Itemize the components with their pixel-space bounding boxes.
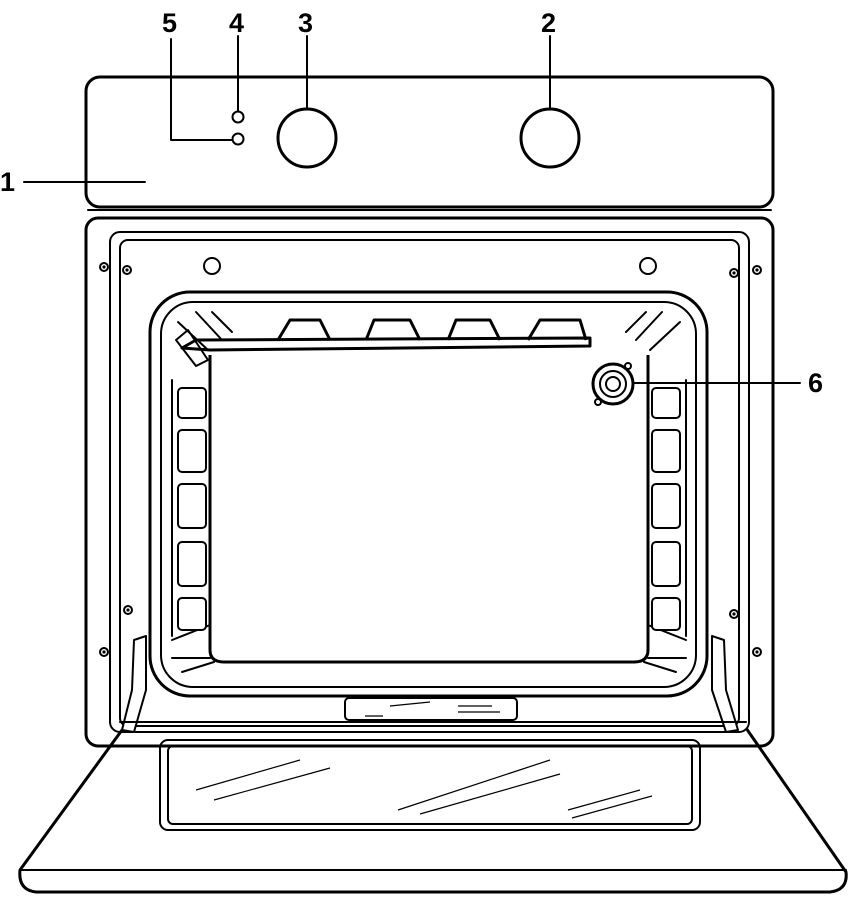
callout-6-label: 6	[808, 368, 823, 398]
control-knob-3[interactable]	[276, 107, 338, 169]
oven-door	[18, 697, 848, 894]
indicator-light-5	[231, 132, 245, 146]
top-heating-element	[175, 318, 592, 367]
callout-3-label: 3	[298, 8, 313, 38]
frame-screws	[99, 262, 762, 657]
callout-4-label: 4	[229, 8, 244, 38]
callout-5-label: 5	[162, 8, 177, 38]
control-knob-2[interactable]	[519, 107, 581, 169]
callout-1-label: 1	[0, 167, 15, 197]
right-shelf-supports	[651, 379, 687, 637]
oven-front-frame	[84, 209, 775, 748]
door-glass-reflection	[195, 759, 653, 819]
left-shelf-supports	[171, 379, 207, 637]
callout-leaders	[23, 35, 801, 384]
callout-2-label: 2	[541, 8, 556, 38]
indicator-light-4	[231, 110, 245, 124]
door-hinges	[121, 635, 739, 733]
oven-lamp	[591, 362, 635, 406]
control-panel	[84, 75, 775, 209]
oven-cavity	[148, 290, 709, 698]
